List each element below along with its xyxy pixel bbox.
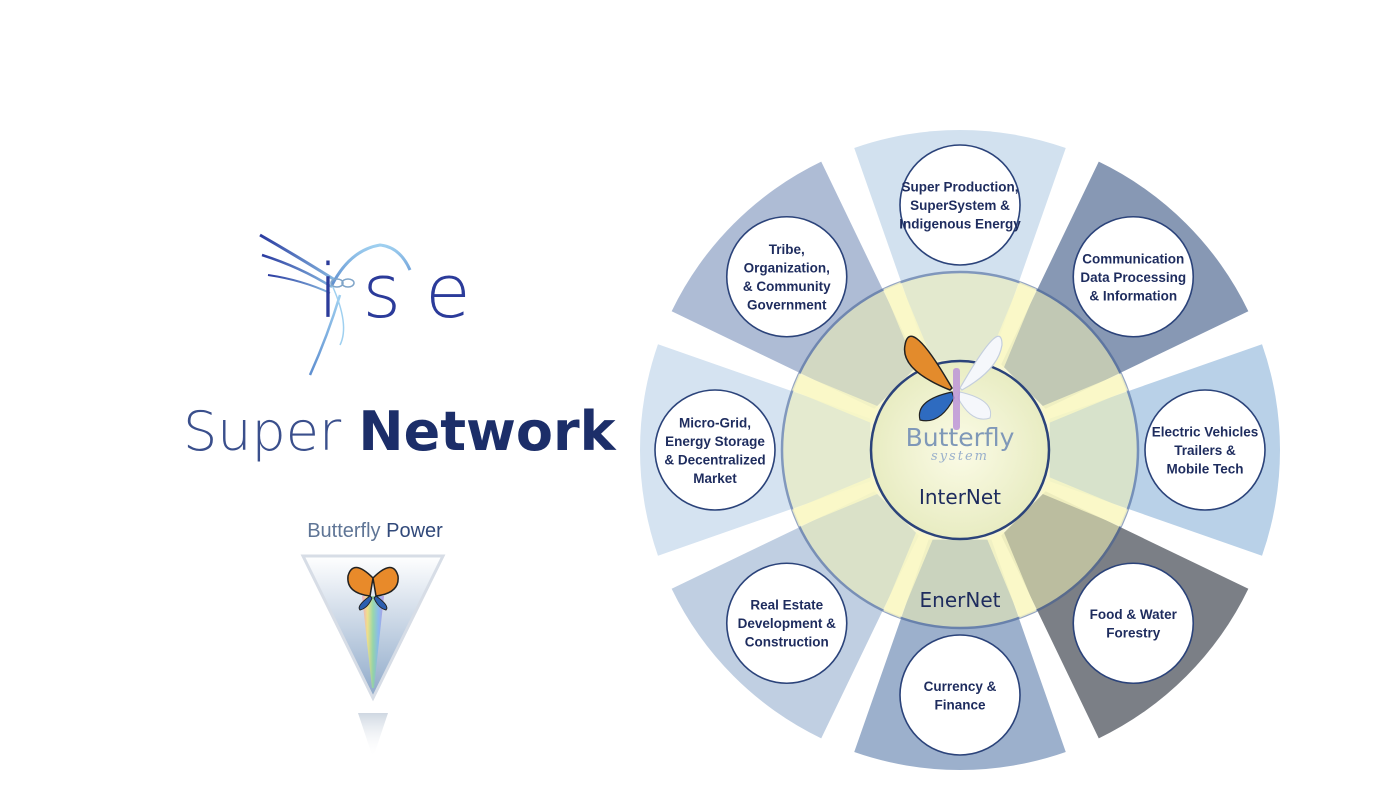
badge-label-line: Development & bbox=[738, 616, 837, 631]
badge-label-line: & Community bbox=[743, 279, 831, 294]
segment-badges: Super Production, SuperSystem & Indigenous… bbox=[654, 144, 1266, 756]
badge-label-line: Forestry bbox=[1106, 625, 1161, 640]
ring-spoke bbox=[883, 531, 934, 618]
super-network-wheel: Butterfly system InterNet EnerNet Super … bbox=[640, 129, 1280, 771]
enernet-label: EnerNet bbox=[920, 588, 1001, 612]
badge-circle bbox=[654, 389, 776, 511]
center-brand: Butterfly bbox=[906, 423, 1015, 452]
butterfly-power-strong: Power bbox=[386, 520, 443, 542]
ring-spoke bbox=[1041, 373, 1128, 424]
badge-label-line: Micro-Grid, bbox=[679, 415, 751, 430]
badge-label-line: Communication bbox=[1082, 251, 1184, 266]
badge-label-line: Tribe, bbox=[769, 242, 805, 257]
badge-label-line: SuperSystem & bbox=[910, 198, 1010, 213]
title-super: Super bbox=[183, 400, 342, 463]
ise-logo-text: ise bbox=[318, 249, 495, 335]
segment-badge: Currency & Finance bbox=[899, 634, 1021, 756]
badge-label-line: & Information bbox=[1089, 288, 1177, 303]
badge-label-line: Mobile Tech bbox=[1166, 462, 1243, 477]
badge-label-line: & Decentralized bbox=[664, 452, 765, 467]
badge-label-line: Electric Vehicles bbox=[1152, 425, 1259, 440]
segment-badge: Micro-Grid, Energy Storage & Decentralized… bbox=[654, 389, 776, 511]
badge-label-line: Real Estate bbox=[750, 598, 823, 613]
badge-circle bbox=[899, 634, 1021, 756]
butterfly-power-light: Butterfly bbox=[307, 520, 381, 542]
page-title: Super Network bbox=[183, 405, 616, 459]
badge-circle bbox=[725, 562, 848, 685]
badge-label-line: Trailers & bbox=[1174, 443, 1236, 458]
ise-bird-logo bbox=[259, 233, 412, 376]
badge-circle bbox=[899, 144, 1021, 266]
badge-label-line: Organization, bbox=[744, 261, 830, 276]
ring-spoke bbox=[986, 531, 1037, 618]
ring-spoke bbox=[792, 476, 879, 527]
title-network: Network bbox=[358, 400, 616, 463]
badge-label-line: Market bbox=[693, 471, 737, 486]
center-butterfly-icon bbox=[903, 335, 1003, 430]
internet-label: InterNet bbox=[919, 485, 1001, 509]
badge-label-line: Energy Storage bbox=[665, 434, 765, 449]
ring-spoke bbox=[1041, 476, 1128, 527]
internet-circle bbox=[869, 359, 1051, 541]
badge-label-line: Indigenous Energy bbox=[899, 217, 1021, 232]
center-brand-sub: system bbox=[931, 449, 989, 464]
badge-label-line: Data Processing bbox=[1080, 270, 1186, 285]
badge-circle bbox=[1072, 215, 1195, 338]
badge-label-line: Super Production, bbox=[901, 180, 1018, 195]
badge-label-line: Government bbox=[747, 298, 827, 313]
badge-label-line: Finance bbox=[934, 697, 986, 712]
badge-label-line: Construction bbox=[745, 635, 829, 650]
ring-spoke bbox=[792, 373, 879, 424]
butterfly-power-title: Butterfly Power bbox=[290, 520, 460, 543]
badge-label-line: Currency & bbox=[924, 679, 997, 694]
butterfly-power-triangle bbox=[300, 554, 446, 758]
badge-circle bbox=[725, 215, 848, 338]
badge-label-line: Food & Water bbox=[1090, 607, 1178, 622]
badge-circle bbox=[1144, 389, 1266, 511]
segment-badge: Super Production, SuperSystem & Indigenous… bbox=[899, 144, 1021, 266]
badge-circle bbox=[1072, 562, 1195, 685]
